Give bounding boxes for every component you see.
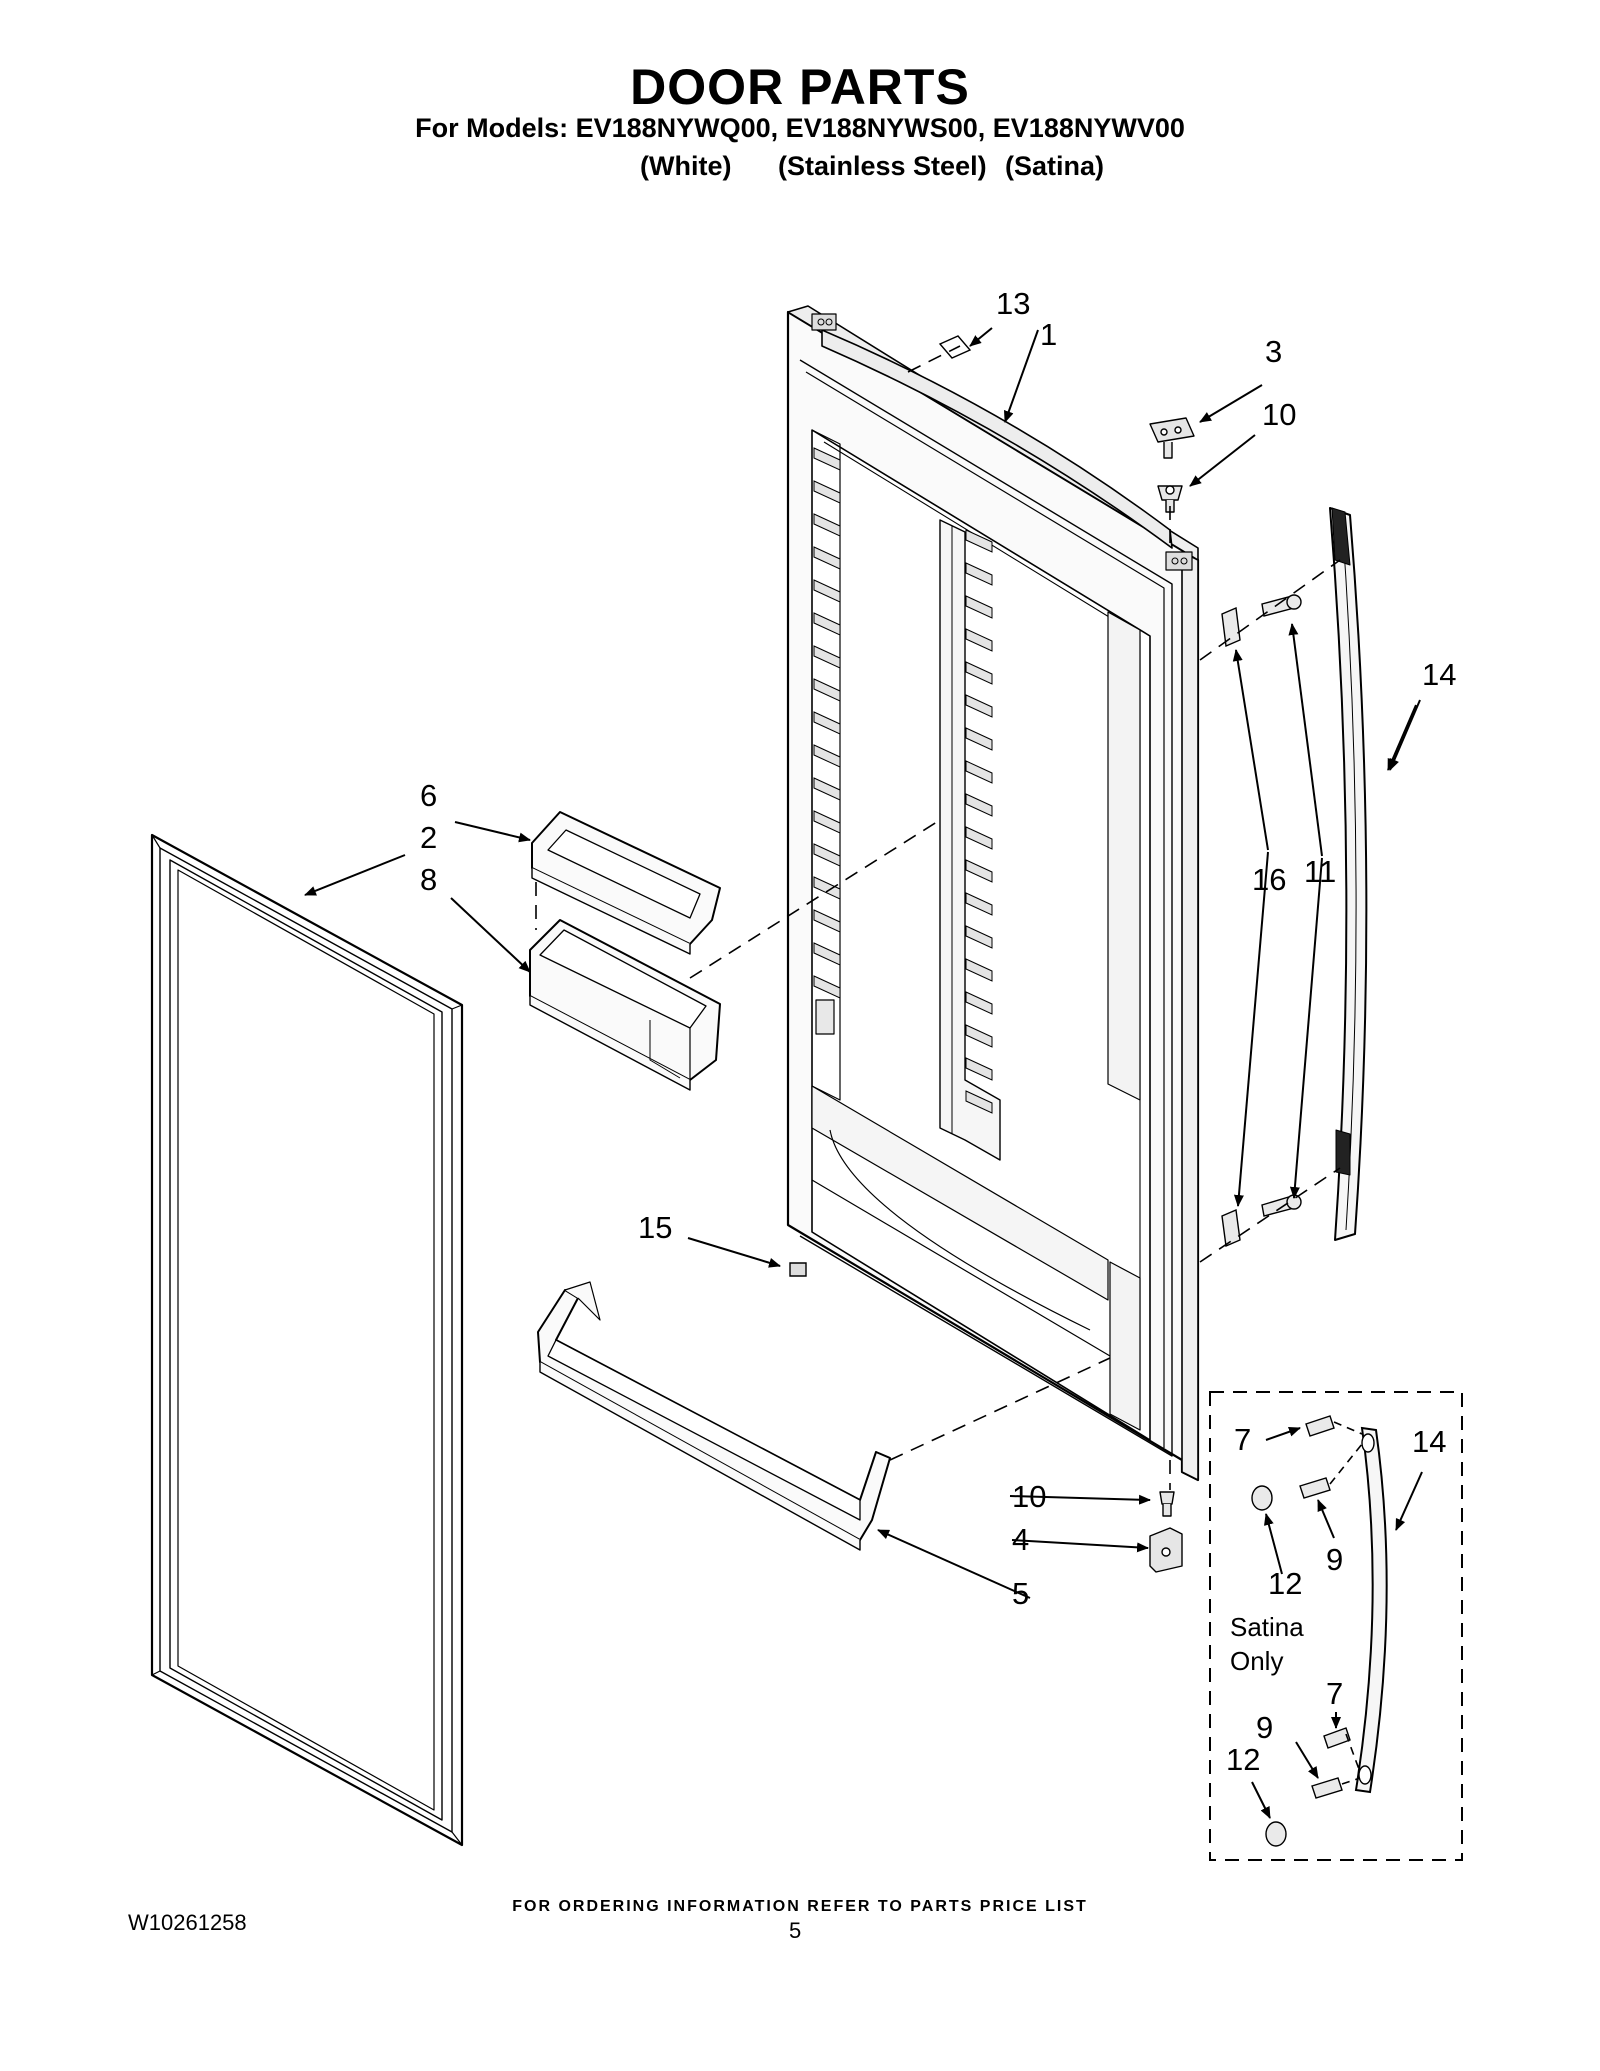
liner-shelf-ridges-center	[965, 529, 993, 1114]
callout-8: 8	[420, 862, 437, 897]
liner-ridge	[965, 892, 993, 916]
callout-1: 1	[1040, 317, 1057, 352]
liner-ridge	[813, 645, 841, 669]
liner-shelf-ridges-left	[813, 447, 841, 999]
liner-ridge	[813, 942, 841, 966]
callout-12-bottom: 12	[1226, 1742, 1260, 1777]
callout-15: 15	[638, 1210, 672, 1245]
door-bin	[529, 919, 721, 1091]
callout-6: 6	[420, 778, 437, 813]
liner-ridge	[965, 991, 993, 1015]
door-handle	[1329, 507, 1368, 1241]
liner-ridge	[813, 909, 841, 933]
callout-13: 13	[996, 286, 1030, 321]
liner-ridge	[965, 694, 993, 718]
liner-ridge	[965, 925, 993, 949]
callout-9-top: 9	[1326, 1542, 1343, 1577]
liner-ridge	[965, 1090, 993, 1114]
ordering-note: FOR ORDERING INFORMATION REFER TO PARTS …	[512, 1898, 1088, 1915]
liner-ridge	[813, 843, 841, 867]
liner-ridge	[965, 826, 993, 850]
finish-satina: (Satina)	[1005, 151, 1105, 181]
callout-14-inset: 14	[1412, 1424, 1446, 1459]
callout-9-bottom: 9	[1256, 1710, 1273, 1745]
finish-stainless-steel: (Stainless Steel)	[778, 151, 987, 181]
liner-ridge	[965, 727, 993, 751]
document-number: W10261258	[128, 1910, 247, 1935]
callout-16: 16	[1252, 862, 1286, 897]
callout-7-top: 7	[1234, 1422, 1251, 1457]
page-title: DOOR PARTS	[630, 59, 970, 115]
callout-10-bottom: 10	[1012, 1479, 1046, 1514]
handle-mount-hardware	[1221, 594, 1302, 1248]
callout-12-top: 12	[1268, 1566, 1302, 1601]
callout-3: 3	[1265, 334, 1282, 369]
small-hardware	[789, 335, 972, 1277]
liner-ridge	[813, 678, 841, 702]
liner-ridge	[965, 958, 993, 982]
callout-2: 2	[420, 820, 437, 855]
finish-white: (White)	[640, 151, 732, 181]
liner-ridge	[813, 810, 841, 834]
liner-ridge	[965, 562, 993, 586]
liner-ridge	[813, 579, 841, 603]
liner-ridge	[965, 793, 993, 817]
door-assembly	[786, 305, 1200, 1482]
callout-11: 11	[1304, 854, 1336, 889]
callout-7-bottom: 7	[1326, 1676, 1343, 1711]
liner-ridge	[813, 744, 841, 768]
liner-ridge	[965, 628, 993, 652]
door-bin-cover	[531, 811, 721, 955]
callout-10-top: 10	[1262, 397, 1296, 432]
callout-5: 5	[1012, 1576, 1029, 1611]
liner-ridge	[813, 447, 841, 471]
liner-ridge	[813, 546, 841, 570]
hinge-hardware	[1149, 417, 1195, 1573]
callout-14: 14	[1422, 657, 1456, 692]
liner-ridge	[813, 876, 841, 900]
callout-numbers: 13 1 3 10 14 16 11 6 2 8 15 5 10 4 7 14 …	[420, 286, 1456, 1777]
page-number: 5	[789, 1918, 802, 1943]
liner-ridge	[813, 975, 841, 999]
liner-ridge	[965, 661, 993, 685]
liner-ridge	[813, 513, 841, 537]
callout-leaders	[304, 327, 1421, 1599]
callout-4: 4	[1012, 1522, 1029, 1557]
door-shelf	[537, 1281, 891, 1551]
inset-label-satina: Satina	[1230, 1612, 1304, 1642]
liner-ridge	[813, 480, 841, 504]
assembly-guide-lines	[535, 345, 1341, 1490]
liner-ridge	[965, 760, 993, 784]
liner-ridge	[965, 529, 993, 553]
liner-ridge	[813, 612, 841, 636]
satina-handle-inset	[1209, 1391, 1463, 1861]
liner-ridge	[965, 1024, 993, 1048]
liner-ridge	[813, 777, 841, 801]
door-gasket	[150, 833, 464, 1847]
liner-ridge	[965, 595, 993, 619]
model-list: For Models: EV188NYWQ00, EV188NYWS00, EV…	[415, 113, 1185, 143]
liner-ridge	[965, 859, 993, 883]
liner-ridge	[813, 711, 841, 735]
inset-label-only: Only	[1230, 1646, 1283, 1676]
liner-ridge	[965, 1057, 993, 1081]
